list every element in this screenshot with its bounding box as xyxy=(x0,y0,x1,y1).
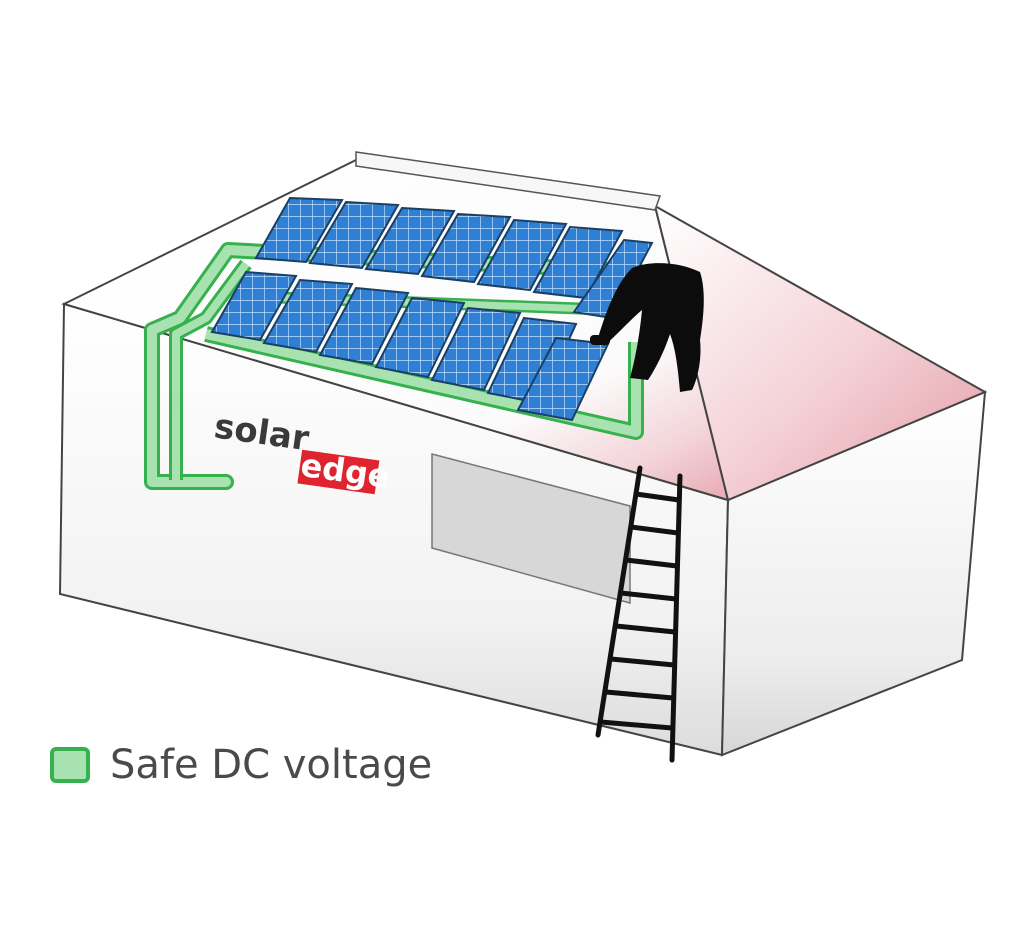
solar-panel xyxy=(318,286,410,366)
solar-panel xyxy=(308,200,400,270)
window xyxy=(431,453,631,604)
legend-label: Safe DC voltage xyxy=(110,742,433,788)
logo-edge-background xyxy=(297,449,380,495)
legend: Safe DC voltage xyxy=(50,742,432,788)
solar-panels-lower-row xyxy=(210,270,610,422)
solar-panel xyxy=(430,306,522,392)
ladder xyxy=(595,465,683,763)
solar-panel xyxy=(374,296,466,379)
worker-silhouette-icon xyxy=(590,263,704,392)
solar-panel xyxy=(364,206,456,276)
solar-panels-upper-row xyxy=(254,196,654,320)
solar-panel xyxy=(210,270,298,342)
solar-panel xyxy=(254,196,344,264)
solar-panel xyxy=(420,212,512,284)
solar-panel xyxy=(476,218,568,292)
building xyxy=(58,302,987,757)
roof-ridge-cap xyxy=(355,151,662,211)
legend-swatch-safe-dc xyxy=(50,747,90,783)
solar-panel xyxy=(262,278,354,354)
